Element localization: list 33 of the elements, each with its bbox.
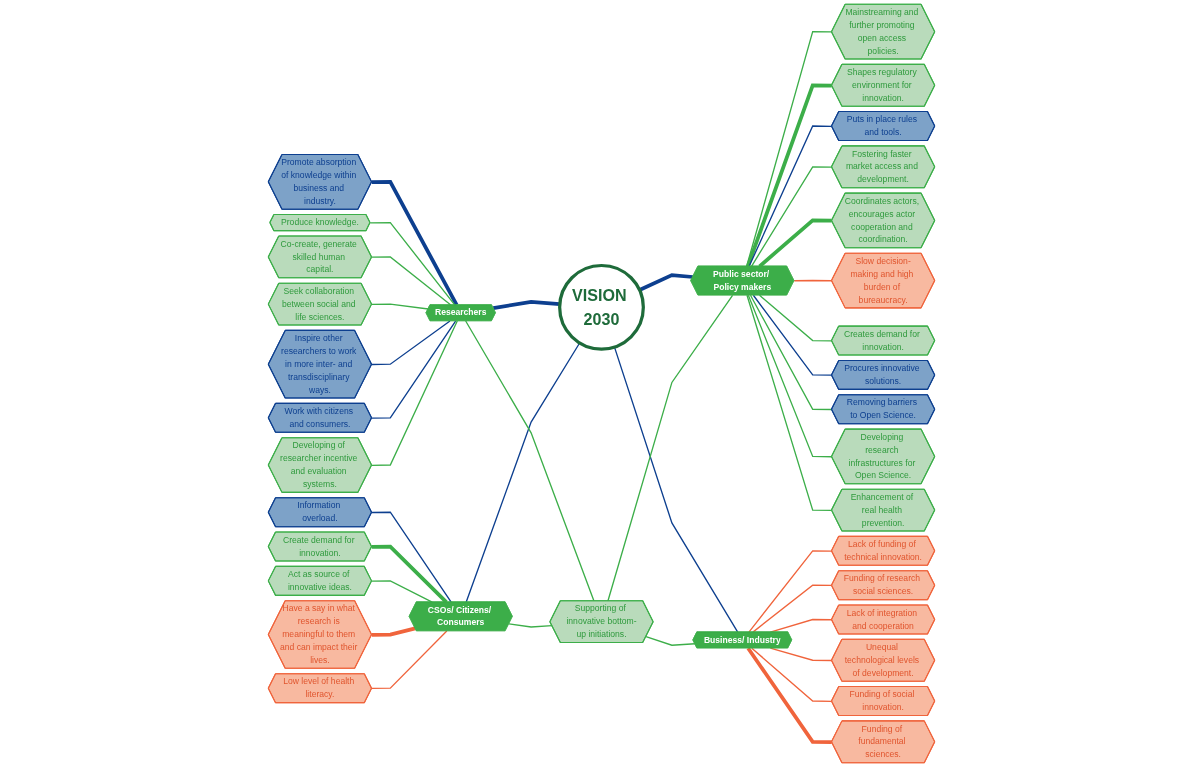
- connector: [751, 647, 833, 702]
- connector: [746, 647, 832, 744]
- connector: [747, 294, 833, 458]
- connector: [371, 256, 452, 306]
- connector: [750, 166, 833, 267]
- connector: [613, 346, 739, 633]
- connector: [746, 294, 833, 512]
- connector: [752, 294, 833, 376]
- connector: [508, 623, 553, 628]
- connector: [371, 179, 459, 306]
- connector: [371, 630, 448, 690]
- connector: [371, 511, 452, 603]
- connector: [369, 221, 456, 306]
- connector: [793, 279, 833, 282]
- connector: [371, 580, 433, 603]
- connector: [607, 294, 734, 602]
- connector: [758, 294, 833, 342]
- connector: [371, 320, 457, 419]
- connector: [371, 626, 416, 637]
- connector: [371, 320, 458, 466]
- connector: [371, 320, 451, 366]
- connector: [748, 550, 833, 633]
- connector: [746, 30, 833, 267]
- connector: [748, 125, 833, 267]
- connector: [752, 584, 833, 633]
- connector: [465, 320, 595, 602]
- connector: [645, 636, 696, 646]
- connector: [371, 303, 429, 310]
- connector: [749, 294, 833, 411]
- connector: [746, 83, 832, 267]
- connector: [465, 342, 581, 603]
- connector: [758, 218, 832, 268]
- node-circle: VISION 2030: [558, 263, 645, 351]
